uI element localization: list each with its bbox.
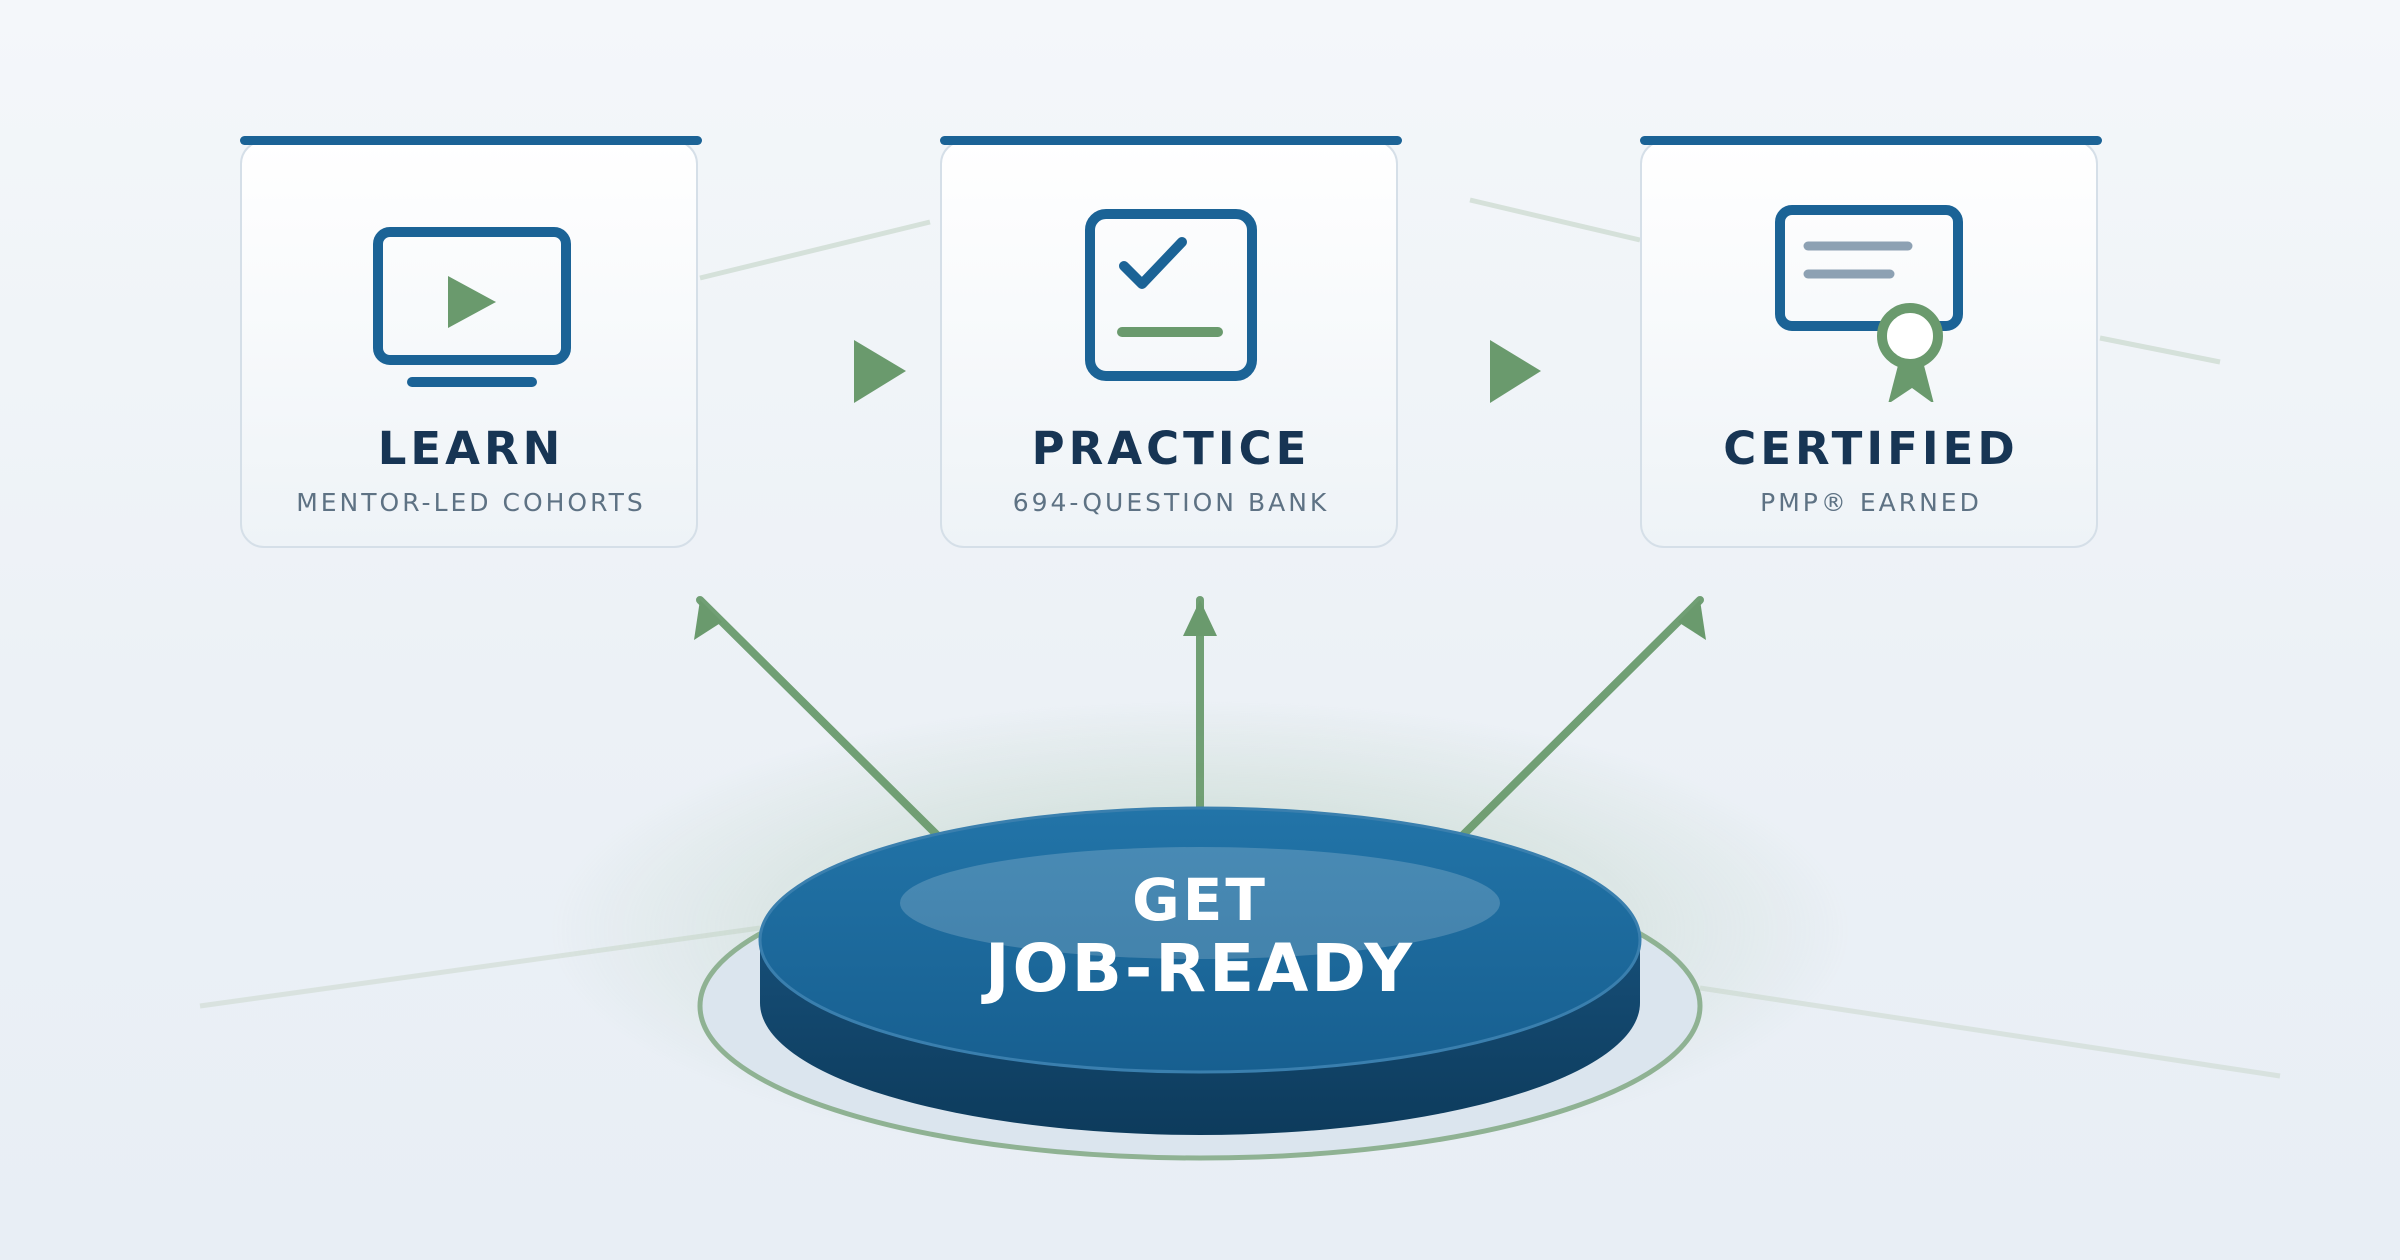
step-subtitle: MENTOR-LED COHORTS <box>296 488 646 517</box>
hub-label-line2: JOB-READY <box>984 930 1416 1007</box>
step-card-learn: LEARN MENTOR-LED COHORTS <box>240 136 702 548</box>
arrow-learn-to-practice <box>854 340 906 403</box>
hub-highlight <box>900 847 1500 959</box>
monitor-play-icon <box>373 227 571 387</box>
step-subtitle: 694-QUESTION BANK <box>1012 488 1330 517</box>
checklist-icon <box>1085 209 1257 381</box>
step-card-certified: CERTIFIED PMP® EARNED <box>1640 136 2102 548</box>
arrow-practice-to-certified <box>1490 340 1541 403</box>
step-title: PRACTICE <box>1031 422 1311 475</box>
card-top-bar <box>240 136 702 145</box>
step-title: LEARN <box>377 422 565 475</box>
certificate-icon <box>1775 205 1963 402</box>
card-top-bar <box>1640 136 2102 145</box>
hub-arrowheads <box>694 600 1706 640</box>
step-subtitle: PMP® EARNED <box>1760 488 1982 517</box>
hub-top <box>758 806 1642 1074</box>
step-card-practice: PRACTICE 694-QUESTION BANK <box>940 136 1402 548</box>
hub-label-line1: GET <box>1132 866 1268 934</box>
card-top-bar <box>940 136 1402 145</box>
step-title: CERTIFIED <box>1723 422 2019 475</box>
